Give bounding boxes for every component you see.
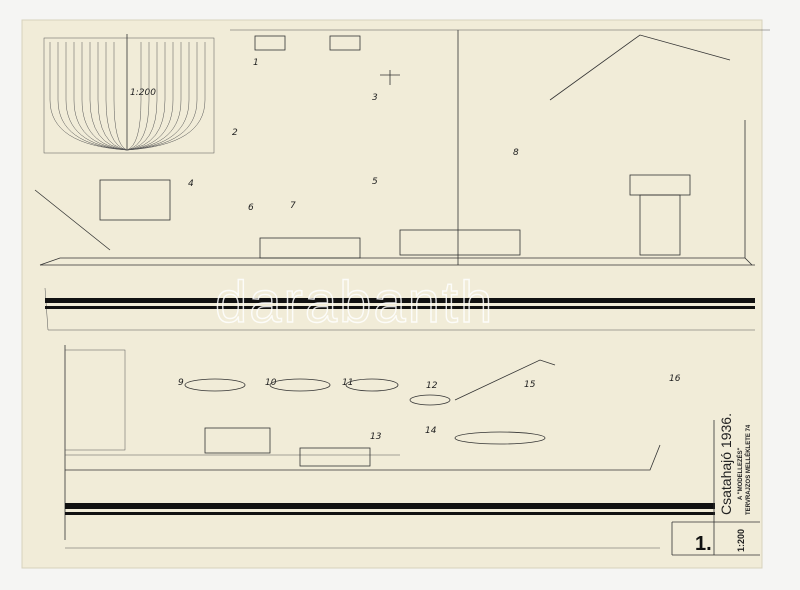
lower-ship-profile: [64, 345, 715, 549]
detail-label-13: 13: [370, 432, 382, 442]
detail-label-10: 10: [265, 378, 277, 388]
body-plan: 1:200: [43, 34, 215, 154]
detail-sketches: [34, 35, 546, 445]
detail-label-3: 3: [372, 93, 378, 103]
body-plan-scale: 1:200: [130, 88, 156, 98]
detail-label-6: 6: [248, 203, 254, 213]
body-plan-frame-line: [97, 42, 128, 151]
detail-label-4: 4: [188, 179, 194, 189]
sheet-scale: 1:200: [736, 529, 746, 552]
detail-label-16: 16: [669, 374, 681, 384]
body-plan-frame-line: [113, 42, 128, 151]
body-plan-frame-line: [89, 42, 128, 151]
detail-label-8: 8: [513, 148, 519, 158]
detail-label-15: 15: [524, 380, 536, 390]
body-plan-frame-line: [105, 42, 128, 151]
body-plan-frame-line: [126, 42, 190, 151]
body-plan-frame-line: [73, 42, 128, 151]
body-plan-frame-line: [126, 42, 150, 151]
detail-label-2: 2: [232, 128, 238, 138]
sheet-title: Csatahajó 1936.: [718, 413, 734, 515]
detail-label-7: 7: [290, 201, 296, 211]
sheet-number: 1.: [695, 533, 712, 555]
body-plan-frame-line: [65, 42, 128, 151]
detail-label-14: 14: [425, 426, 437, 436]
detail-label-1: 1: [253, 58, 259, 68]
detail-label-12: 12: [426, 381, 438, 391]
sheet-subtitle-1: A "MODELLEZÉS": [736, 447, 744, 500]
watermark: darabanth: [215, 270, 494, 335]
body-plan-frame-line: [126, 42, 174, 151]
detail-label-9: 9: [178, 378, 184, 388]
body-plan-frame-line: [126, 42, 142, 151]
paper-sheet: [22, 20, 762, 568]
body-plan-frame-line: [81, 42, 128, 151]
body-plan-frame-line: [126, 42, 166, 151]
body-plan-frame-line: [126, 42, 182, 151]
detail-label-5: 5: [372, 177, 378, 187]
body-plan-frame-line: [126, 42, 158, 151]
title-block: 1. Csatahajó 1936. A "MODELLEZÉS" TERVRA…: [671, 413, 760, 556]
upper-ship-profile: [39, 29, 770, 331]
sheet-subtitle-2: TERVRAJZOS MELLÉKLETE 74: [744, 424, 752, 515]
